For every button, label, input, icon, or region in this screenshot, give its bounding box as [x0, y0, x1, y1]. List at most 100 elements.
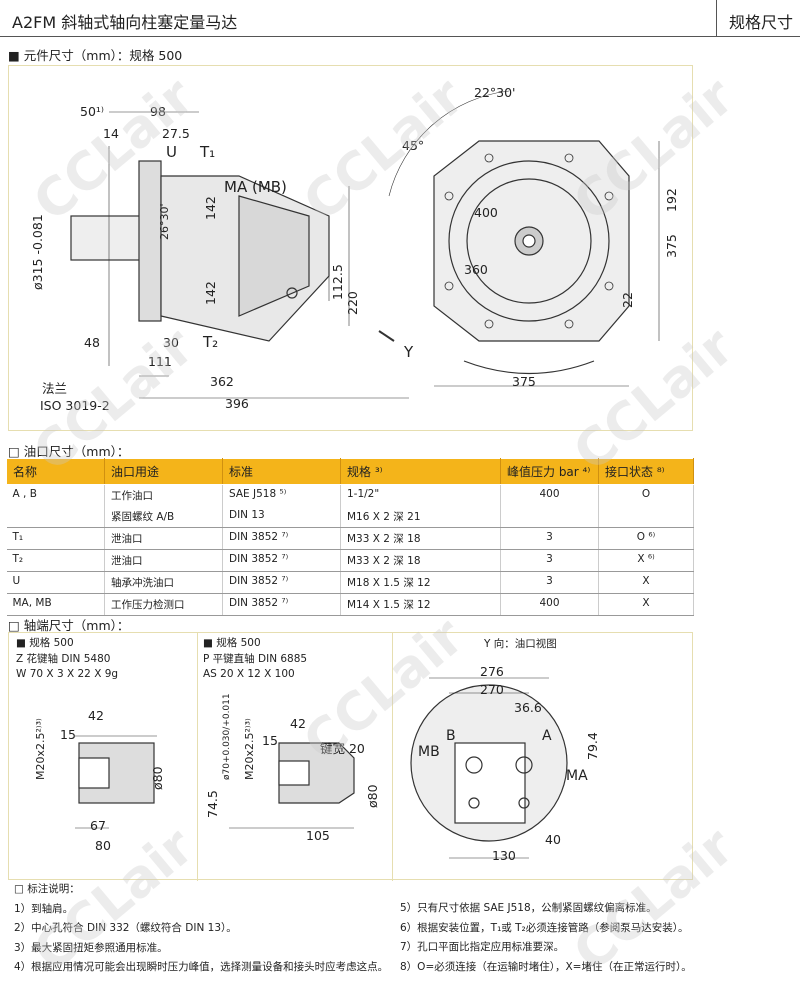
dim-label: 48 — [84, 335, 100, 350]
port-label-mb: MB — [418, 744, 440, 760]
spec-line: Z 花键轴 DIN 5480 — [16, 652, 111, 665]
cell: 3 — [500, 571, 599, 594]
note-item: 8）O=必须连接（在运输时堵住），X=堵住（在正常运行时）。 — [400, 960, 692, 973]
dim-label: 130 — [492, 848, 516, 863]
dim-label: 362 — [210, 374, 234, 389]
dim-label: 15 — [60, 727, 76, 742]
port-label-a: A — [542, 728, 552, 744]
dim-label: 27.5 — [162, 126, 190, 141]
col-header: 名称 — [6, 458, 105, 485]
shaft-heading-text: 轴端尺寸（mm）： — [23, 618, 130, 633]
dim-label: 22 — [620, 292, 635, 308]
cell: A , B — [6, 484, 105, 506]
cell: O — [598, 484, 694, 506]
flange-standard: ISO 3019-2 — [40, 398, 110, 413]
cell: M16 X 2 深 21 — [340, 506, 501, 528]
flange-label: 法兰 — [42, 381, 68, 396]
note-item: 7）孔口平面比指定应用标准要深。 — [400, 941, 565, 953]
cell: 泄油口 — [104, 549, 223, 572]
cell — [500, 506, 599, 528]
angle-label: 26°30' — [158, 203, 171, 240]
dim-label: 112.5 — [330, 264, 345, 300]
shaft-heading: □ 轴端尺寸（mm）： — [8, 618, 130, 633]
shaft-svg — [75, 677, 568, 859]
dim-label: 105 — [306, 828, 330, 843]
col-header: 接口状态 ⁸⁾ — [598, 458, 694, 485]
dim-label: 375 — [664, 234, 679, 258]
port-label-t1: T₁ — [200, 143, 216, 161]
spec-line: W 70 X 3 X 22 X 9g — [16, 668, 119, 680]
dim-label: 98 — [150, 104, 166, 119]
cell: DIN 3852 ⁷⁾ — [222, 593, 341, 616]
cell: DIN 13 — [222, 506, 341, 528]
port-label-ma: MA (MB) — [224, 178, 287, 196]
cell: MA, MB — [6, 593, 105, 616]
angle-label: 22°30' — [474, 85, 516, 100]
note-item: 4）根据应用情况可能会出现瞬时压力峰值，选择测量设备和接头时应考虑这点。 — [14, 961, 389, 973]
col-header: 标准 — [222, 458, 341, 485]
dim-label: 375 — [512, 374, 536, 389]
col-header: 规格 ³⁾ — [340, 458, 501, 485]
dim-label: 111 — [148, 354, 172, 369]
dim-label: 15 — [262, 733, 278, 748]
note-item: 6）根据安装位置，T₁或 T₂必须连接管路（参阅泵马达安装）。 — [400, 921, 689, 934]
port-label-b: B — [446, 728, 456, 744]
cell: DIN 3852 ⁷⁾ — [222, 549, 341, 572]
cell: X ⁶⁾ — [598, 549, 694, 572]
dim-label: 360 — [464, 262, 488, 277]
cell: T₁ — [6, 527, 105, 550]
dim-label: 14 — [103, 126, 119, 141]
cell: X — [598, 571, 694, 594]
cell: M14 X 1.5 深 12 — [340, 593, 501, 616]
ports-heading-text: 油口尺寸（mm）： — [23, 444, 130, 459]
cell: 工作压力检测口 — [104, 593, 223, 616]
cell: DIN 3852 ⁷⁾ — [222, 571, 341, 594]
spec-line: ■ 规格 500 — [16, 637, 74, 649]
dim-label: 79.4 — [585, 732, 600, 760]
dim-label: 80 — [95, 838, 111, 853]
angle-label: 45° — [402, 138, 425, 153]
cell: M33 X 2 深 18 — [340, 527, 501, 550]
col-header: 峰值压力 bar ⁴⁾ — [500, 458, 599, 485]
cell: 3 — [500, 549, 599, 572]
note-item: 2）中心孔符合 DIN 332（螺纹符合 DIN 13）。 — [14, 922, 237, 934]
dim-label: ø70+0.030/+0.011 — [222, 693, 232, 780]
dim-label: M20x2.5²⁾³⁾ — [34, 718, 47, 780]
view-y-label: Y — [404, 343, 414, 361]
dim-label: 220 — [345, 291, 360, 315]
spec-line: P 平键直轴 DIN 6885 — [203, 652, 308, 665]
dim-label: M20x2.5²⁾³⁾ — [243, 718, 256, 780]
component-drawing — [8, 65, 693, 431]
dim-label: 36.6 — [514, 700, 542, 715]
note-item: 1）到轴肩。 — [14, 902, 74, 915]
dim-label: ø315 -0.081 — [30, 214, 45, 290]
dim-label: ø80 — [150, 766, 165, 790]
spec-line: AS 20 X 12 X 100 — [203, 668, 295, 680]
dim-label: 30 — [163, 335, 179, 350]
cell: T₂ — [6, 549, 105, 572]
notes-left: □ 标注说明： 1）到轴肩。 2）中心孔符合 DIN 332（螺纹符合 DIN … — [14, 880, 388, 978]
cell: 400 — [500, 593, 599, 616]
cell: X — [598, 593, 694, 616]
cell: M18 X 1.5 深 12 — [340, 571, 501, 594]
cell: 1-1/2" — [340, 484, 501, 506]
port-label-u: U — [166, 143, 177, 161]
key-spec: ■ 规格 500 P 平键直轴 DIN 6885 AS 20 X 12 X 10… — [203, 636, 307, 683]
section-title: 规格尺寸 — [716, 0, 800, 36]
dim-label: 142 — [203, 281, 218, 305]
port-label-t2: T₂ — [203, 333, 219, 351]
dim-label: 400 — [474, 205, 498, 220]
cell: SAE J518 ⁵⁾ — [222, 484, 341, 506]
cell: 3 — [500, 527, 599, 550]
notes-heading: □ 标注说明： — [14, 883, 80, 895]
dim-label: 276 — [480, 664, 504, 679]
component-heading: ■ 元件尺寸（mm）：规格 500 — [8, 48, 183, 63]
cell: O ⁶⁾ — [598, 527, 694, 550]
dim-label: 74.5 — [205, 790, 220, 818]
dim-label: 192 — [664, 188, 679, 212]
y-view-title: Y 向：油口视图 — [484, 638, 557, 650]
